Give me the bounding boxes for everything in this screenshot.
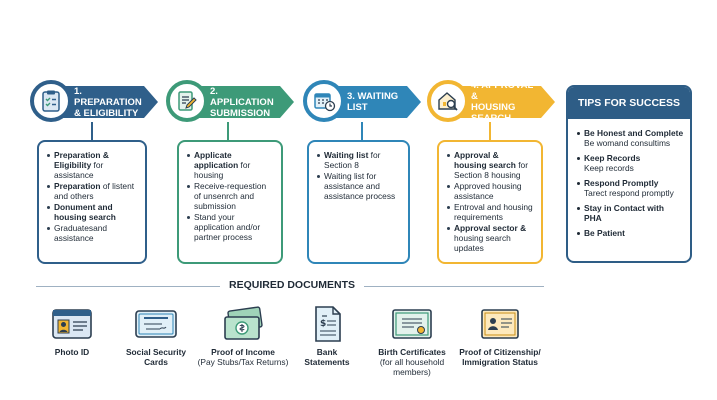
step-1-item: Donument and housing search [47, 202, 137, 222]
citizenship-document-icon [481, 309, 519, 339]
step-2-title-line1: 2. APPLICATION [210, 85, 274, 108]
svg-text:$: $ [320, 319, 326, 329]
step-2-item: Applicate application for housing [187, 150, 273, 180]
step-4-item: Entroval and housing requirements [447, 202, 533, 222]
step-1-connector [91, 122, 93, 140]
step-2-item: Receive-requestion of unsenrch and submi… [187, 181, 273, 211]
step-1-item: Preparation & Eligibility for assistance [47, 150, 137, 180]
clipboard-checklist-icon [30, 80, 72, 122]
step-1-title-line2: & ELIGIBILITY [74, 107, 139, 119]
photo-id-card-icon [52, 309, 92, 339]
step-4-title-line1: 4. APPROVAL & [471, 80, 534, 102]
social-security-card-icon [135, 310, 177, 338]
step-4-title-line2: HOUSING SEARCH [471, 102, 516, 124]
birth-certificate-icon [392, 309, 432, 339]
doc-proof-of-citizenship: Proof of Citizenship/ Immigration Status [445, 305, 555, 367]
step-4-item: Approved housing assistance [447, 181, 533, 201]
divider-right [364, 286, 544, 287]
step-4-header: 4. APPROVAL &HOUSING SEARCH [427, 80, 555, 122]
doc-photo-id: Photo ID [17, 305, 127, 357]
calendar-clock-icon [303, 80, 345, 122]
step-1-title-line1: 1. PREPARATION [74, 85, 142, 108]
tip-item: Stay in Contact with PHA [577, 203, 684, 223]
step-1-item: Graduatesand assistance [47, 223, 137, 243]
step-3-item: Waiting list for assistance and assistan… [317, 171, 400, 201]
step-1-card: Preparation & Eligibility for assistance… [37, 140, 147, 264]
money-bills-icon [224, 306, 263, 340]
required-documents-title: REQUIRED DOCUMENTS [228, 279, 355, 291]
tip-item: Be Patient [577, 228, 684, 238]
bank-statement-icon: $ [315, 306, 341, 342]
step-2-title-line2: SUBMISSION [210, 107, 271, 119]
step-3-header: 3. WAITING LIST [303, 80, 421, 122]
divider-left [36, 286, 220, 287]
step-2-connector [227, 122, 229, 140]
doc-proof-of-income: Proof of Income (Pay Stubs/Tax Returns) [188, 305, 298, 367]
tips-title: TIPS FOR SUCCESS [568, 87, 690, 119]
step-4-connector [489, 122, 491, 140]
doc-bank-statements: $ Bank Statements [272, 305, 382, 367]
step-3-card: Waiting list for Section 8 Waiting list … [307, 140, 410, 264]
doc-social-security: Social Security Cards [101, 305, 211, 367]
step-2-item: Stand your application and/or partner pr… [187, 212, 273, 242]
step-1-header: 1. PREPARATION& ELIGIBILITY [30, 80, 158, 122]
step-1-item: Preparation of listent and others [47, 181, 137, 201]
step-4-item: Approval sector & housing search updates [447, 223, 533, 253]
doc-birth-certificates: Birth Certificates (for all household me… [357, 305, 467, 377]
step-3-item: Waiting list for Section 8 [317, 150, 400, 170]
step-2-card: Applicate application for housing Receiv… [177, 140, 283, 264]
house-magnifier-icon [427, 80, 469, 122]
step-4-card: Approval & housing search for Section 8 … [437, 140, 543, 264]
step-3-title-line1: 3. WAITING LIST [347, 91, 399, 113]
step-3-connector [361, 122, 363, 140]
step-4-item: Approval & housing search for Section 8 … [447, 150, 533, 180]
form-pencil-icon [166, 80, 208, 122]
